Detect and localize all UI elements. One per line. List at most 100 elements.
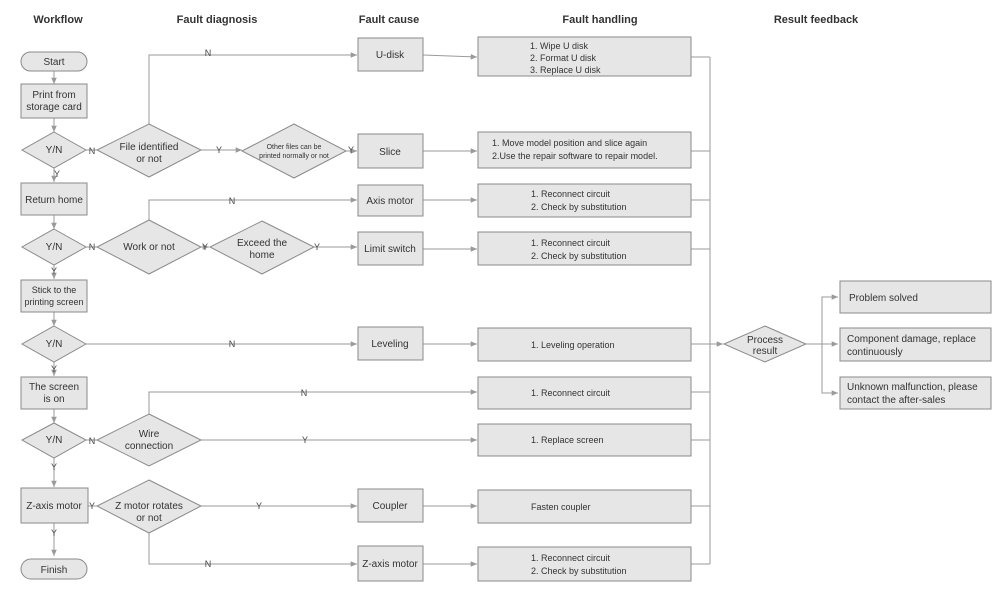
header-fault-diagnosis: Fault diagnosis	[177, 14, 258, 26]
yn-label: Y/N	[46, 145, 63, 156]
wire-line2: connection	[125, 441, 173, 452]
handling-udisk-step1: 1. Wipe U disk	[530, 41, 589, 51]
z-motor-rotates-decision: Z motor rotates or not	[95, 479, 203, 534]
edge-label-n: N	[89, 146, 96, 156]
handling-z-axis-motor: 1. Reconnect circuit 2. Check by substit…	[477, 546, 692, 582]
z-motor-line2: or not	[136, 513, 162, 524]
work-or-not-label: Work or not	[123, 242, 175, 253]
header-fault-handling: Fault handling	[562, 14, 637, 26]
header-fault-cause: Fault cause	[359, 14, 420, 26]
screen-label-line2: is on	[43, 394, 64, 405]
result-unknown-malfunction: Unknown malfunction, please contact the …	[839, 376, 992, 410]
handling-limit-step1: 1. Reconnect circuit	[531, 238, 611, 248]
header-workflow: Workflow	[33, 14, 83, 26]
edge-label-y: Y	[51, 462, 57, 472]
process-line2: result	[753, 346, 778, 357]
print-label-line2: storage card	[26, 102, 82, 113]
cause-axis-motor: Axis motor	[357, 184, 424, 217]
workflow-column: Start Print from storage card Y/N Return…	[20, 51, 89, 580]
result-unknown-line1: Unknown malfunction, please	[847, 382, 978, 393]
edge-label-n: N	[205, 559, 212, 569]
handling-zaxis-step1: 1. Reconnect circuit	[531, 553, 611, 563]
print-from-storage-node: Print from storage card	[20, 83, 88, 119]
handling-slice-step2: 2.Use the repair software to repair mode…	[492, 151, 658, 161]
handling-udisk-step2: 2. Format U disk	[530, 53, 597, 63]
decision-yn-1: Y/N	[20, 131, 88, 169]
process-result-decision: Process result	[722, 325, 808, 363]
start-label: Start	[43, 57, 64, 68]
screen-label-line1: The screen	[29, 382, 79, 393]
edge-label-y: Y	[256, 501, 262, 511]
edge-label-y: Y	[54, 169, 60, 179]
result-problem-solved: Problem solved	[839, 280, 992, 314]
other-files-line1: Other files can be	[267, 144, 322, 151]
cause-leveling: Leveling	[357, 326, 424, 361]
edge-label-n: N	[229, 339, 236, 349]
edge-label-n: N	[229, 196, 236, 206]
results-column: Problem solved Component damage, replace…	[839, 280, 992, 410]
cause-coupler-label: Coupler	[372, 501, 408, 512]
edge-label-n: N	[89, 436, 96, 446]
cause-limit-switch: Limit switch	[357, 231, 424, 266]
result-solved-label: Problem solved	[849, 293, 918, 304]
screen-on-node: The screen is on	[20, 376, 88, 410]
handling-column: 1. Wipe U disk 2. Format U disk 3. Repla…	[477, 36, 692, 582]
handling-axis-step2: 2. Check by substitution	[531, 202, 627, 212]
decision-yn-2: Y/N	[20, 228, 88, 266]
edge-label-y: Y	[89, 501, 95, 511]
yn-label: Y/N	[46, 339, 63, 350]
file-identified-line2: or not	[136, 154, 162, 165]
other-files-decision: Other files can be printed normally or n…	[240, 123, 348, 179]
cause-column: U-disk Slice Axis motor Limit switch Lev…	[357, 37, 424, 582]
z-motor-line1: Z motor rotates	[115, 501, 183, 512]
z-axis-motor-workflow-node: Z-axis motor	[20, 487, 89, 524]
decision-yn-4: Y/N	[20, 422, 88, 459]
handling-axis-step1: 1. Reconnect circuit	[531, 189, 611, 199]
edge-label-y: Y	[302, 435, 308, 445]
edge-label-y: Y	[314, 242, 320, 252]
cause-slice: Slice	[357, 133, 424, 169]
z-axis-label: Z-axis motor	[26, 501, 82, 512]
edge-label-y: Y	[51, 528, 57, 538]
result-unknown-line2: contact the after-sales	[847, 395, 945, 406]
work-or-not-decision: Work or not	[95, 219, 203, 275]
handling-zaxis-step2: 2. Check by substitution	[531, 566, 627, 576]
return-home-label: Return home	[25, 195, 83, 206]
handling-limit-switch: 1. Reconnect circuit 2. Check by substit…	[477, 231, 692, 266]
yn-label: Y/N	[46, 242, 63, 253]
edge-label-y: Y	[202, 242, 208, 252]
cause-u-disk-label: U-disk	[376, 50, 405, 61]
process-line1: Process	[747, 335, 783, 346]
result-damage-line2: continuously	[847, 347, 903, 358]
handling-reconnect-screen: 1. Reconnect circuit	[477, 376, 692, 410]
return-home-node: Return home	[20, 182, 88, 216]
result-component-damage: Component damage, replace continuously	[839, 327, 992, 362]
result-damage-line1: Component damage, replace	[847, 334, 976, 345]
edges	[51, 52, 838, 567]
handling-axis-motor: 1. Reconnect circuit 2. Check by substit…	[477, 183, 692, 218]
exceed-home-decision: Exceed the home	[208, 220, 316, 275]
cause-z-axis-motor-label: Z-axis motor	[362, 559, 418, 570]
handling-replace-screen-step: 1. Replace screen	[531, 435, 604, 445]
cause-u-disk: U-disk	[357, 37, 424, 72]
edge-label-y: Y	[51, 266, 57, 276]
other-files-line2: printed normally or not	[259, 153, 329, 160]
edge-label-n: N	[205, 48, 212, 58]
edge-label-n: N	[89, 242, 96, 252]
wire-line1: Wire	[139, 429, 160, 440]
yn-label: Y/N	[46, 435, 63, 446]
edge-labels: N Y N Y Y N Y N Y Y Y N N Y N Y Y Y Y N	[51, 48, 354, 569]
handling-coupler: Fasten coupler	[477, 489, 692, 524]
finish-label: Finish	[41, 565, 68, 576]
finish-node: Finish	[20, 558, 88, 580]
header-result-feedback: Result feedback	[774, 14, 859, 26]
edge-label-n: N	[301, 388, 308, 398]
exceed-line1: Exceed the	[237, 238, 287, 249]
edge-label-y: Y	[348, 145, 354, 155]
stick-label-line2: printing screen	[24, 297, 83, 307]
edge-label-y: Y	[51, 364, 57, 374]
handling-slice: 1. Move model position and slice again 2…	[477, 131, 692, 169]
handling-limit-step2: 2. Check by substitution	[531, 251, 627, 261]
file-identified-decision: File identified or not	[95, 123, 203, 178]
